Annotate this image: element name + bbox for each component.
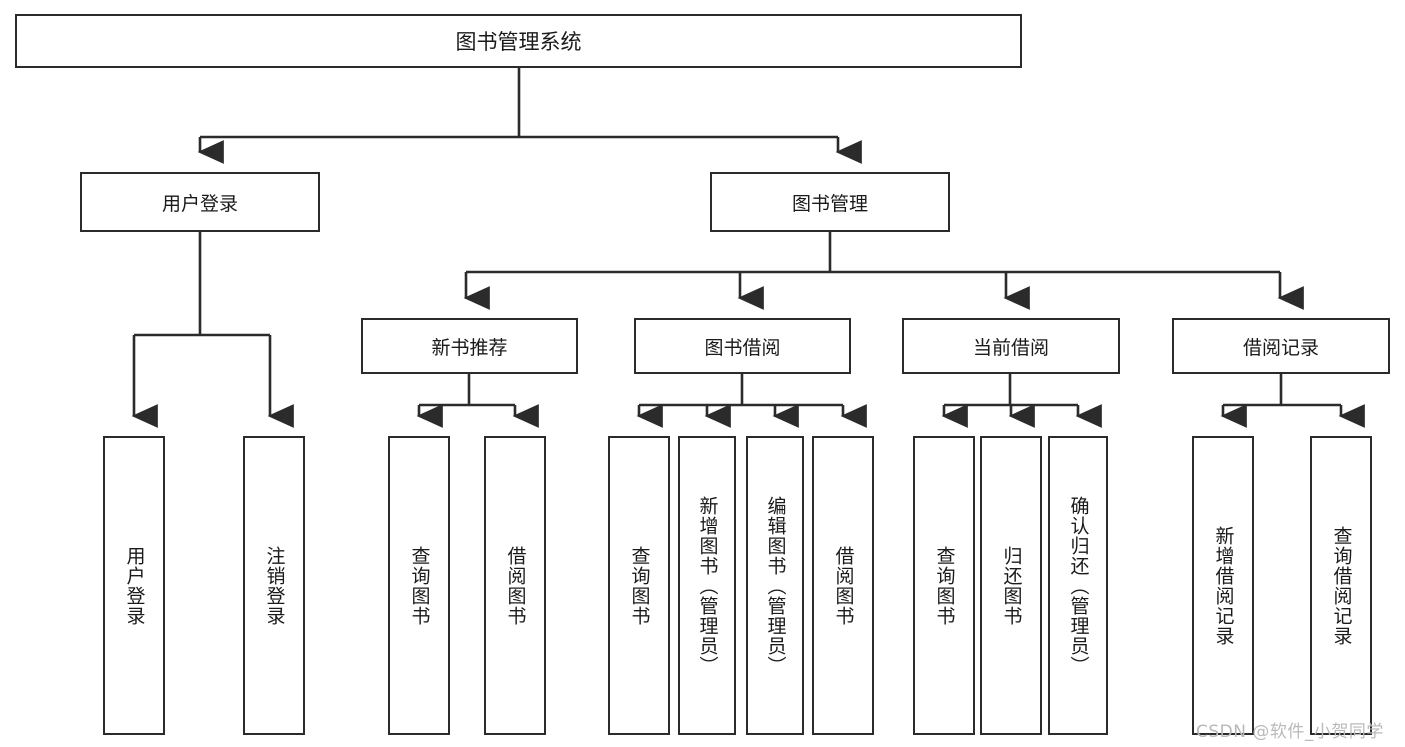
- node-current-borrow-label: 当前借阅: [972, 336, 1049, 359]
- node-leaf-query-book-2[interactable]: 查询图书: [608, 436, 670, 735]
- node-leaf-query-book-3-label: 查询图书: [933, 545, 956, 626]
- node-leaf-query-record-label: 查询借阅记录: [1330, 525, 1353, 646]
- node-root[interactable]: 图书管理系统: [15, 14, 1022, 68]
- node-leaf-borrow-book-1[interactable]: 借阅图书: [484, 436, 546, 735]
- node-leaf-confirm-return-label: 确认归还（管理员）: [1067, 495, 1090, 676]
- node-leaf-borrow-book-2[interactable]: 借阅图书: [812, 436, 874, 735]
- node-borrow-record-label: 借阅记录: [1242, 336, 1319, 359]
- node-current-borrow[interactable]: 当前借阅: [902, 318, 1120, 374]
- node-leaf-user-login-label: 用户登录: [123, 545, 146, 626]
- node-leaf-query-book-1[interactable]: 查询图书: [388, 436, 450, 735]
- node-leaf-edit-book[interactable]: 编辑图书（管理员）: [746, 436, 804, 735]
- node-leaf-user-login[interactable]: 用户登录: [103, 436, 165, 735]
- node-leaf-query-book-2-label: 查询图书: [628, 545, 651, 626]
- watermark: CSDN @软件_小贺同学: [1196, 722, 1384, 742]
- node-leaf-add-book-label: 新增图书（管理员）: [696, 495, 719, 676]
- node-book-manage-label: 图书管理: [791, 192, 868, 215]
- node-leaf-borrow-book-1-label: 借阅图书: [504, 545, 527, 626]
- node-user-login[interactable]: 用户登录: [80, 172, 320, 232]
- node-book-manage[interactable]: 图书管理: [710, 172, 950, 232]
- node-user-login-label: 用户登录: [161, 192, 238, 215]
- node-new-book-rec-label: 新书推荐: [431, 336, 508, 359]
- node-root-label: 图书管理系统: [455, 30, 582, 54]
- node-leaf-user-logout[interactable]: 注销登录: [243, 436, 305, 735]
- node-leaf-borrow-book-2-label: 借阅图书: [832, 545, 855, 626]
- node-leaf-query-book-1-label: 查询图书: [408, 545, 431, 626]
- node-leaf-add-book[interactable]: 新增图书（管理员）: [678, 436, 736, 735]
- node-leaf-query-book-3[interactable]: 查询图书: [913, 436, 975, 735]
- node-leaf-user-logout-label: 注销登录: [263, 545, 286, 626]
- node-leaf-add-record-label: 新增借阅记录: [1212, 525, 1235, 646]
- node-leaf-return-book[interactable]: 归还图书: [980, 436, 1042, 735]
- node-book-borrow[interactable]: 图书借阅: [634, 318, 851, 374]
- node-borrow-record[interactable]: 借阅记录: [1172, 318, 1390, 374]
- node-leaf-add-record[interactable]: 新增借阅记录: [1192, 436, 1254, 735]
- node-new-book-rec[interactable]: 新书推荐: [361, 318, 578, 374]
- node-book-borrow-label: 图书借阅: [704, 336, 781, 359]
- node-leaf-confirm-return[interactable]: 确认归还（管理员）: [1048, 436, 1108, 735]
- node-leaf-edit-book-label: 编辑图书（管理员）: [764, 495, 787, 676]
- node-leaf-query-record[interactable]: 查询借阅记录: [1310, 436, 1372, 735]
- node-leaf-return-book-label: 归还图书: [1000, 545, 1023, 626]
